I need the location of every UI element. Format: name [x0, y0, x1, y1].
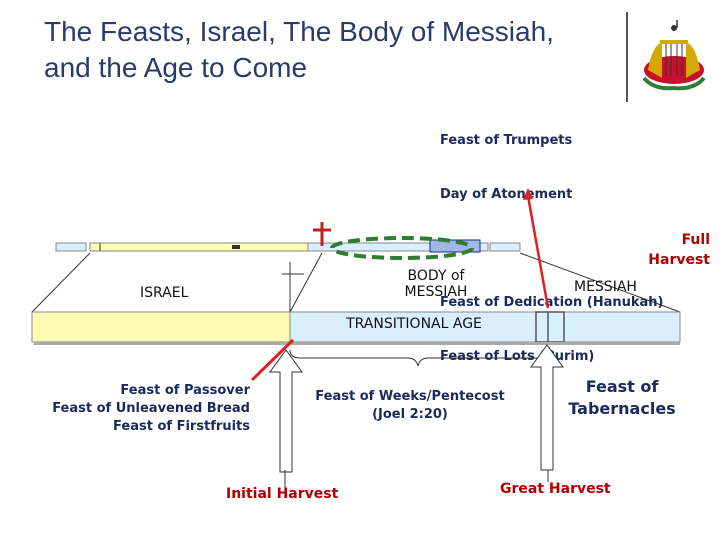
initial-harvest-arrow	[269, 349, 303, 473]
upper-feast-item: Day of Atonement	[440, 187, 573, 202]
tabernacles-label: Feast of Tabernacles	[552, 376, 692, 420]
era-label-israel: ISRAEL	[140, 285, 189, 301]
era-label-body-of-messiah: BODY of MESSIAH	[404, 268, 468, 300]
body-of-messiah-ellipse	[330, 236, 474, 260]
spring-feast-item: Feast of Firstfruits	[113, 419, 250, 434]
mini-timeline	[55, 239, 521, 253]
era-label-messiah: MESSIAH	[574, 279, 637, 295]
spring-feasts-list: Feast of Passover Feast of Unleavened Br…	[20, 382, 250, 436]
israel-bar	[31, 311, 291, 343]
spring-feast-item: Feast of Unleavened Bread	[52, 401, 250, 416]
transitional-bar	[289, 311, 681, 343]
tabernacles-line: Tabernacles	[568, 399, 676, 418]
full-harvest-label: Full Harvest	[648, 232, 710, 268]
spring-feast-item: Feast of Passover	[120, 383, 250, 398]
great-harvest-label: Great Harvest	[500, 481, 611, 497]
initial-harvest-label: Initial Harvest	[226, 486, 339, 502]
trumpets-red-arrow	[526, 195, 550, 309]
pentecost-label: Feast of Weeks/Pentecost (Joel 2:20)	[300, 388, 520, 424]
passover-red-line	[250, 338, 295, 382]
lyre-logo-icon	[634, 18, 714, 98]
logo-divider	[626, 12, 628, 102]
pentecost-brace	[289, 349, 547, 367]
tabernacles-line: Feast of	[585, 377, 659, 396]
great-harvest-arrow	[530, 344, 564, 471]
pentecost-line: Feast of Weeks/Pentecost	[315, 389, 505, 404]
cross-icon	[313, 222, 331, 246]
era-label-transitional-age: TRANSITIONAL AGE	[346, 316, 482, 332]
pentecost-reference: (Joel 2:20)	[372, 407, 448, 422]
page-title: The Feasts, Israel, The Body of Messiah,…	[44, 16, 554, 83]
upper-feast-item: Feast of Trumpets	[440, 133, 573, 148]
